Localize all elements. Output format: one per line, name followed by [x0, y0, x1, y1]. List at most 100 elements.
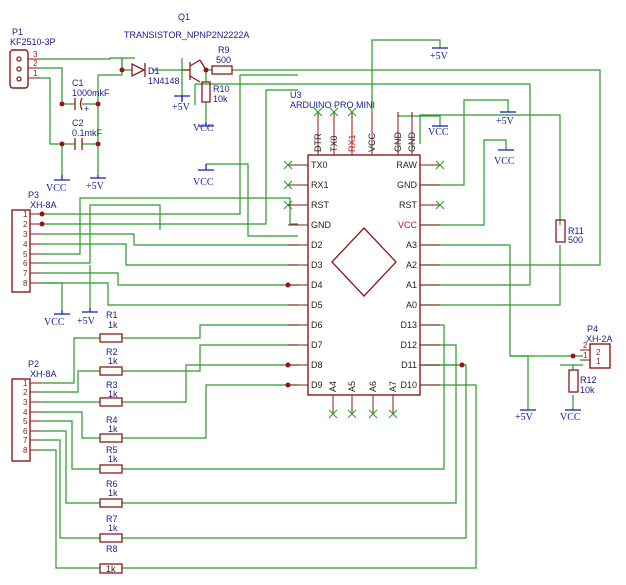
- resistor-r5: R5 1k: [99, 445, 123, 474]
- connector-p3: P3 XH-8A 1 2 3 4 5 6 7 8: [11, 190, 57, 293]
- c1-value: 1000mkF: [72, 88, 110, 98]
- r4-value: 1k: [108, 424, 118, 434]
- u3-pin-d3: D3: [311, 260, 323, 270]
- vcc-symbol-mid: VCC: [193, 164, 214, 188]
- r6-value: 1k: [108, 488, 118, 498]
- svg-text:+5V: +5V: [86, 181, 105, 192]
- wires: [40, 39, 601, 569]
- p4-inner-pin-1: 1: [596, 357, 601, 366]
- p3-pin-7: 7: [23, 269, 28, 278]
- r2-value: 1k: [108, 356, 118, 366]
- p3-pin-4: 4: [23, 240, 28, 249]
- plus5v-symbol-p4: +5V: [515, 409, 536, 423]
- capacitor-c2: C2 0.1mkF: [72, 118, 103, 150]
- u3-pin-gnd-top-1: GND: [393, 132, 403, 153]
- u3-ref: U3: [290, 90, 302, 100]
- u3-pin-rst-right: RST: [399, 200, 418, 210]
- capacitor-c1: C1 1000mkF +: [72, 78, 110, 114]
- p2-pin-3: 3: [23, 398, 28, 407]
- u3-pin-d6: D6: [311, 320, 323, 330]
- vcc-symbol-p3: VCC: [44, 310, 70, 328]
- u3-pin-d13: D13: [400, 320, 417, 330]
- r1-value: 1k: [108, 320, 118, 330]
- u3-pin-d10: D10: [400, 380, 417, 390]
- vcc-symbol-right: VCC: [494, 149, 515, 167]
- p4-pin-1: 1: [583, 351, 588, 360]
- resistor-r3: R3 1k: [99, 380, 123, 407]
- resistor-r4: R4 1k: [99, 415, 123, 443]
- svg-text:VCC: VCC: [193, 123, 214, 134]
- resistor-r8: R8 1k: [99, 544, 123, 574]
- r3-ref: R3: [106, 380, 118, 390]
- r12-value: 10k: [580, 385, 595, 395]
- u3-value: ARDUINO PRO MINI: [290, 100, 375, 110]
- c2-value: 0.1mkF: [72, 128, 103, 138]
- u3-pin-d7: D7: [311, 340, 323, 350]
- plus5v-symbol-right: +5V: [496, 111, 516, 127]
- u3-pin-a0: A0: [406, 300, 417, 310]
- vcc-symbol-r10: VCC: [193, 122, 214, 134]
- p3-value: XH-8A: [30, 200, 57, 210]
- p3-pin-6: 6: [23, 259, 28, 268]
- connector-p2: P2 XH-8A 1 2 3 4 5 6 7 8: [11, 359, 57, 462]
- r11-value: 500: [568, 235, 583, 245]
- r5-value: 1k: [108, 454, 118, 464]
- u3-pin-tx0-top: TX0: [329, 135, 339, 152]
- p2-pin-6: 6: [23, 427, 28, 436]
- u3-pin-a5: A5: [347, 381, 357, 392]
- svg-text:+5V: +5V: [496, 116, 515, 127]
- transistor-q1: Q1 TRANSISTOR_NPNP2N2222A: [124, 12, 249, 83]
- resistor-r6: R6 1k: [99, 479, 123, 508]
- connector-p1: P1 KF2510-3P 3 2 1: [9, 27, 56, 89]
- u3-pin-vcc-top: VCC: [367, 132, 377, 152]
- plus5v-symbol-q1: +5V: [172, 95, 191, 113]
- resistor-r12: R12 10k: [568, 369, 597, 395]
- r11-ref: R11: [568, 226, 584, 236]
- u3-pin-dtr: DTR: [313, 133, 323, 152]
- svg-text:VCC: VCC: [46, 183, 67, 194]
- diode-d1: D1 1N4148: [131, 62, 180, 86]
- q1-value: TRANSISTOR_NPNP2N2222A: [124, 30, 249, 40]
- p3-ref: P3: [28, 190, 39, 200]
- vcc-symbol-c2: VCC: [46, 175, 70, 194]
- r9-value: 500: [216, 55, 231, 65]
- p2-pin-1: 1: [23, 379, 28, 388]
- u3-pin-d11: D11: [401, 360, 417, 370]
- svg-text:+5V: +5V: [515, 412, 534, 423]
- svg-text:+5V: +5V: [430, 51, 449, 62]
- u3-pin-d9: D9: [311, 380, 323, 390]
- svg-text:VCC: VCC: [428, 127, 449, 138]
- svg-text:+5V: +5V: [172, 102, 191, 113]
- u3-pin-a7: A7: [388, 381, 398, 392]
- resistor-r1: R1 1k: [99, 310, 123, 343]
- power-symbols: VCC +5V +5V VCC +5V VCC +5V: [44, 47, 581, 423]
- r2-ref: R2: [106, 347, 118, 357]
- u3-pin-tx0: TX0: [311, 160, 328, 170]
- r6-ref: R6: [106, 479, 118, 489]
- r8-ref: R8: [106, 544, 118, 554]
- u3-pin-d5: D5: [311, 300, 323, 310]
- r10-ref: R10: [213, 84, 230, 94]
- connector-p4: P4 XH-2A 2 1 2 1: [580, 324, 613, 369]
- plus5v-symbol-p3: +5V: [77, 308, 98, 327]
- p2-pin-7: 7: [23, 436, 28, 445]
- d1-value: 1N4148: [148, 76, 180, 86]
- u3-pin-raw: RAW: [396, 160, 417, 170]
- no-connect-marks: [283, 107, 445, 419]
- r4-ref: R4: [106, 415, 118, 425]
- p4-value: XH-2A: [586, 334, 613, 344]
- p1-pin-2: 2: [33, 59, 38, 68]
- u3-pin-d8: D8: [311, 360, 323, 370]
- svg-text:+5V: +5V: [77, 316, 96, 327]
- c1-polarity: +: [84, 104, 89, 114]
- p3-pin-5: 5: [23, 250, 28, 259]
- u3-pin-rx1-top: RX1: [347, 134, 357, 152]
- p1-ref: P1: [12, 27, 23, 37]
- resistor-r11: R11 500: [555, 219, 584, 245]
- vcc-symbol-gnd-top: VCC: [428, 125, 449, 138]
- p1-pin-3: 3: [33, 50, 38, 59]
- u3-pin-gnd-top-2: GND: [407, 132, 417, 153]
- q1-ref: Q1: [178, 12, 190, 22]
- p4-ref: P4: [587, 324, 598, 334]
